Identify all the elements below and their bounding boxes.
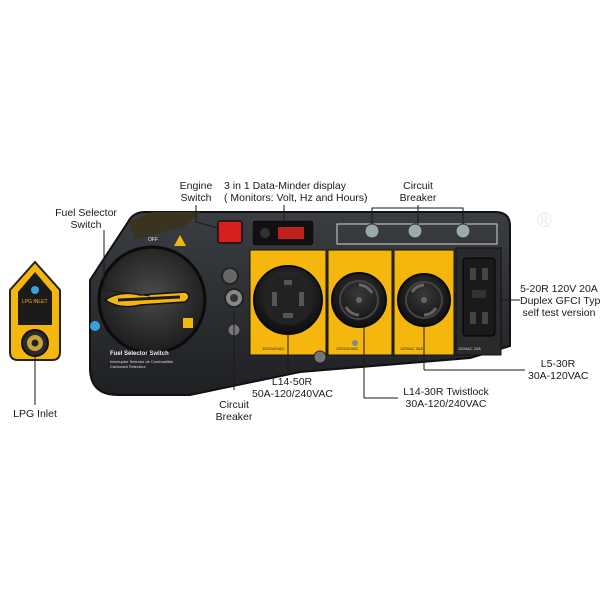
registered-mark: ® bbox=[537, 210, 552, 232]
fuel-selector-panel-sub1: Interruptor Selector de Combustible bbox=[110, 359, 174, 364]
outlet-l1430-text: 120/240VAC bbox=[336, 346, 359, 351]
outlet-l530-text: 120VAC 30A bbox=[400, 346, 423, 351]
off-marker: OFF bbox=[148, 237, 158, 243]
lpg-inlet bbox=[9, 260, 61, 361]
lpg-tag-text: LPG INLET bbox=[22, 299, 48, 305]
label-data-minder: 3 in 1 Data-Minder display( Monitors: Vo… bbox=[224, 180, 368, 204]
label-lpg-inlet: LPG Inlet bbox=[13, 408, 57, 420]
fuel-selector-panel-sub2: Carburant Sélecteur bbox=[110, 364, 146, 369]
fuel-selector-panel-title: Fuel Selector Switch bbox=[110, 351, 169, 357]
outlet-50a-text: 120/240VAC bbox=[262, 346, 285, 351]
outlet-gfci-text: 120VAC 20A bbox=[458, 346, 481, 351]
